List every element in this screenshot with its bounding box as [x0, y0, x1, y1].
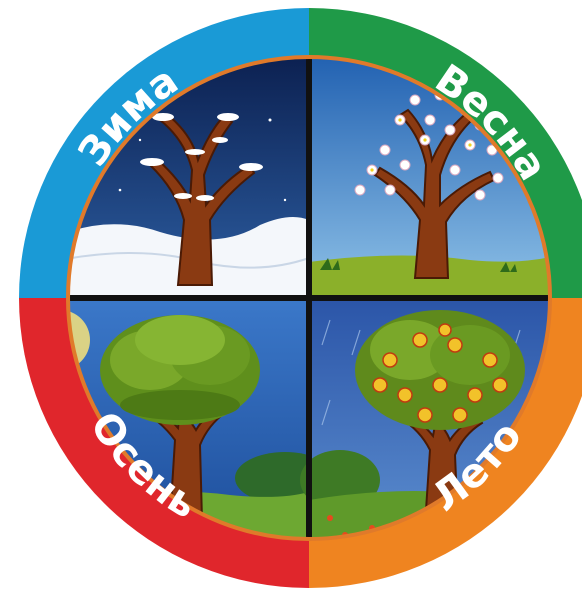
autumn-tree: [100, 315, 260, 521]
summer-tree: [355, 310, 525, 526]
winter-tree: [140, 113, 263, 286]
autumn-scene: [68, 298, 335, 539]
horizontal-divider: [68, 295, 550, 301]
inner-circle-border: [66, 55, 552, 541]
